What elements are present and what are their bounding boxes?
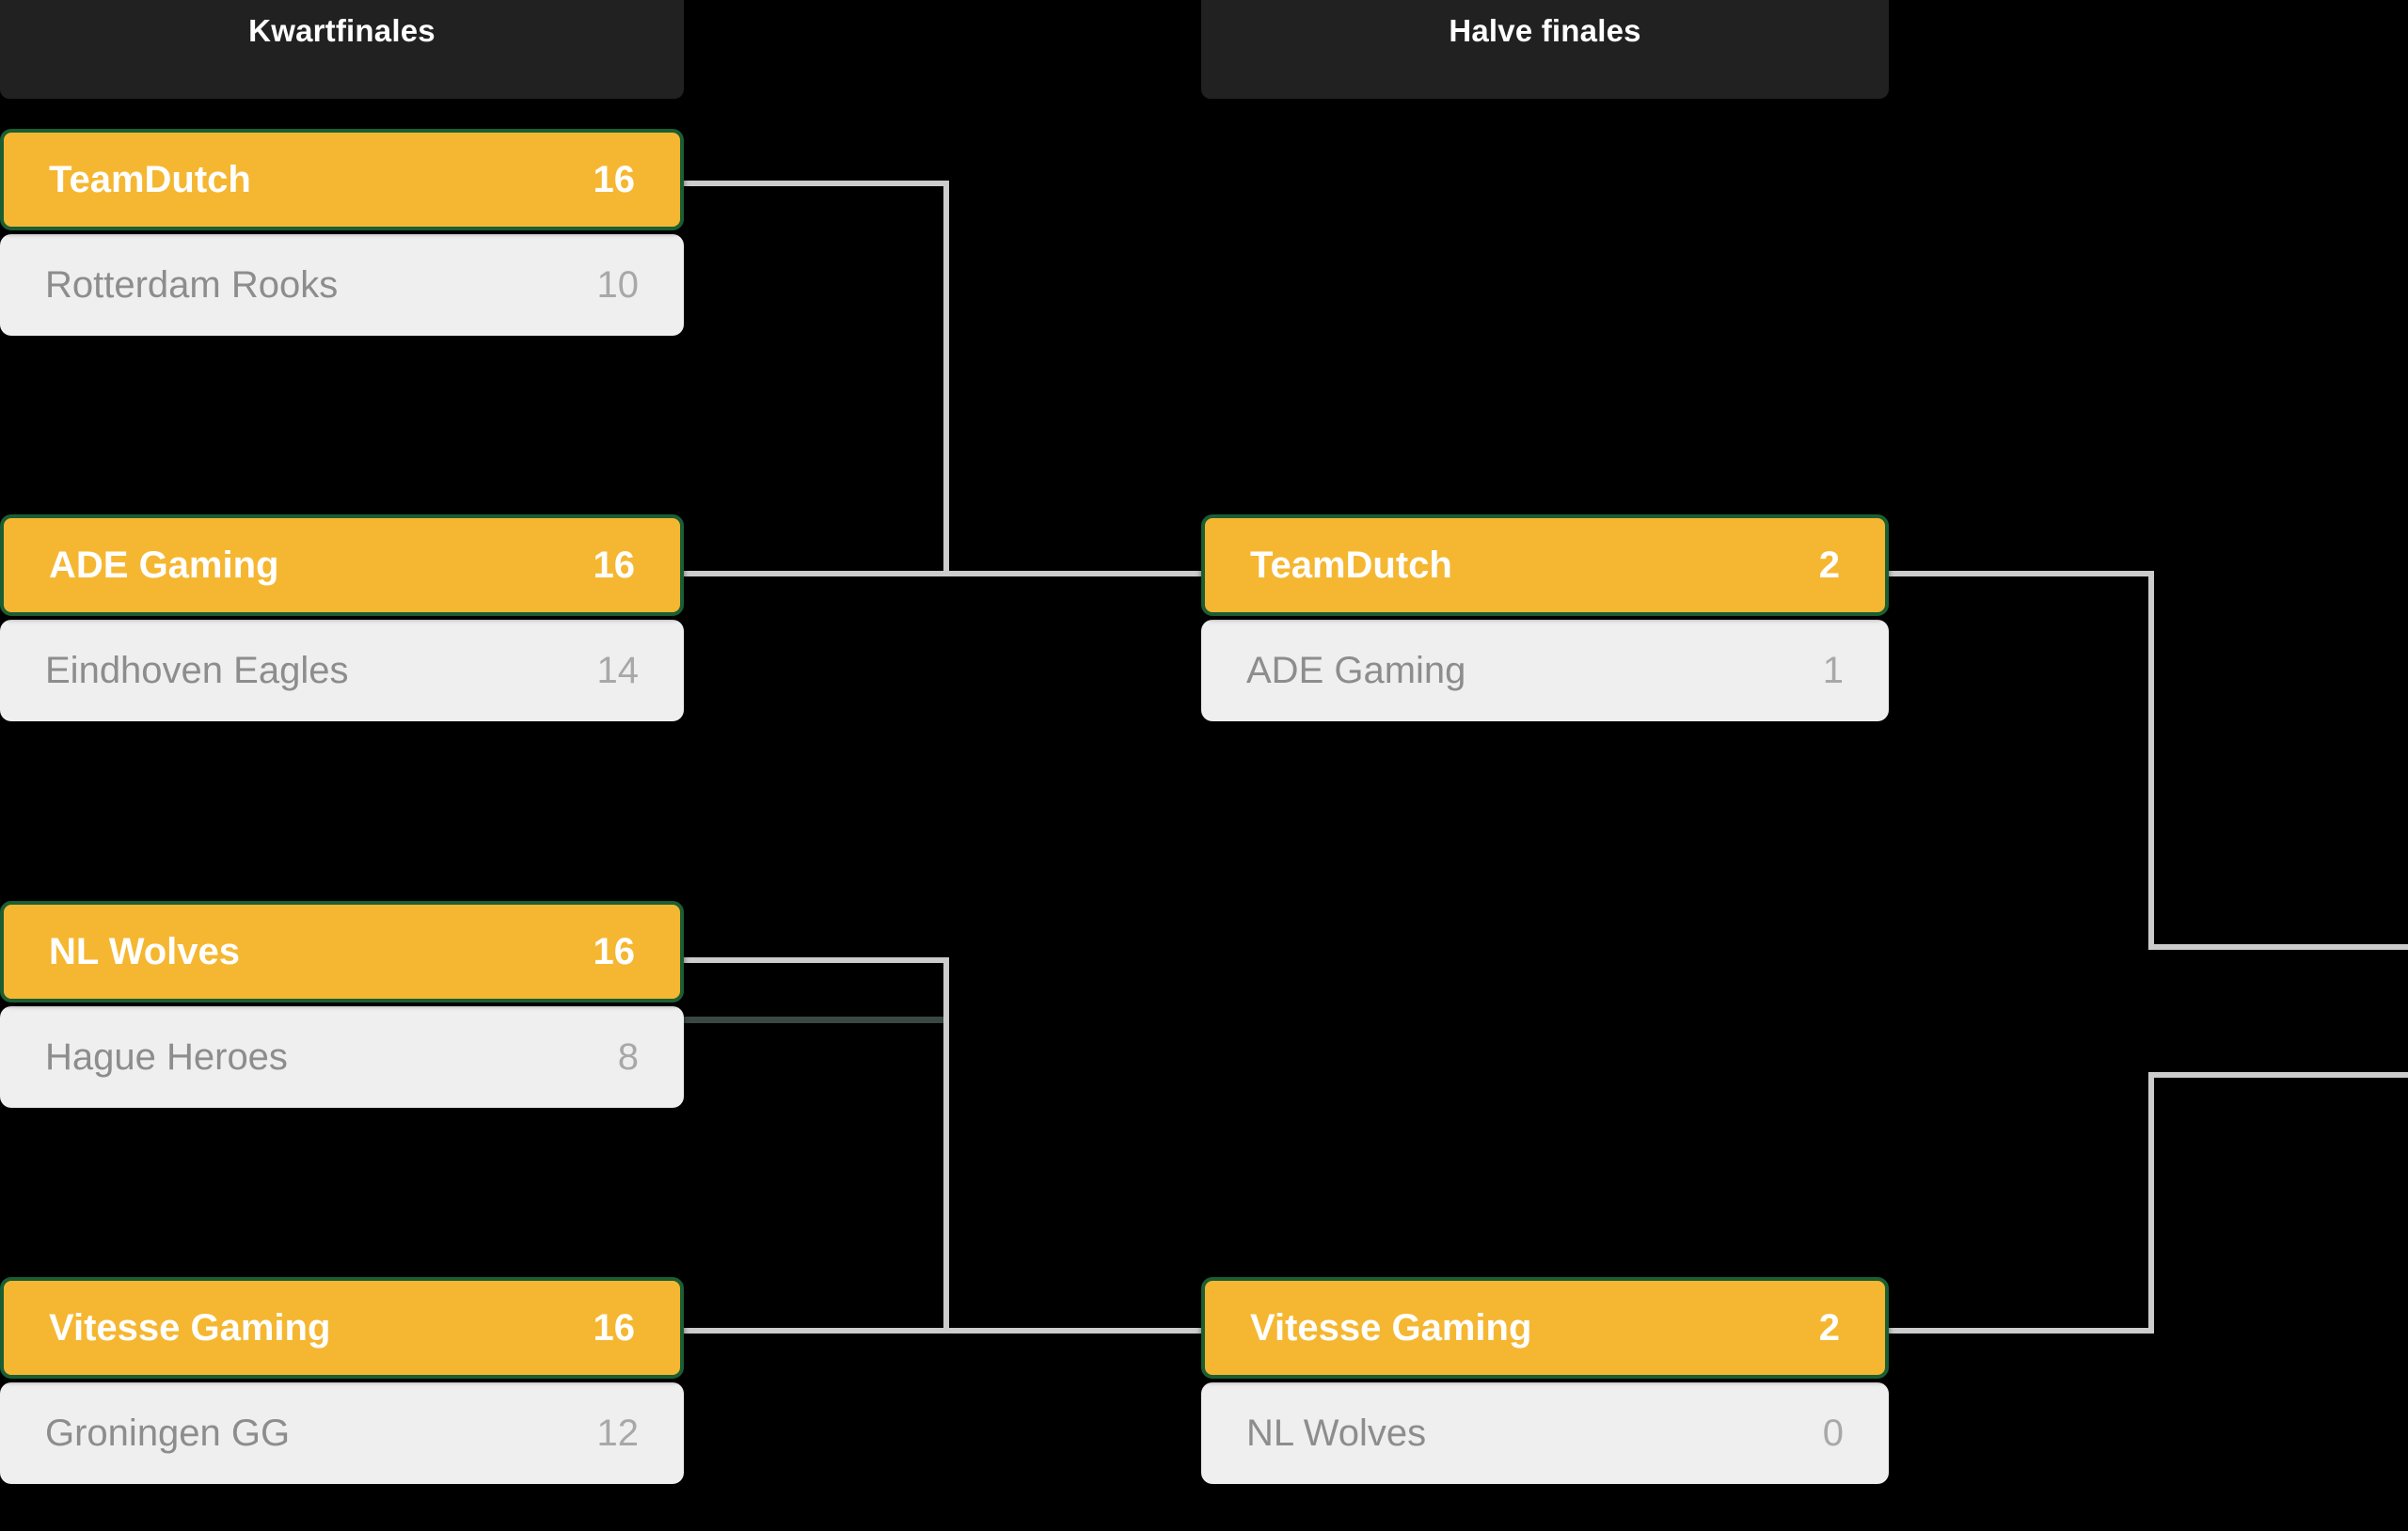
match-row-loser[interactable]: Rotterdam Rooks 10	[0, 234, 684, 336]
team-score: 16	[593, 930, 636, 972]
team-score: 2	[1818, 544, 1840, 586]
connector-qf3-dim-stub	[684, 1017, 943, 1023]
round-header-label: Kwartfinales	[248, 12, 436, 48]
connector-qf2-horizontal	[684, 571, 1201, 576]
team-name: ADE Gaming	[49, 544, 279, 586]
round-header-halve-finales: Halve finales	[1201, 0, 1889, 99]
match-card-sf1[interactable]: TeamDutch 2 ADE Gaming 1	[1201, 514, 1889, 721]
team-score: 12	[596, 1412, 640, 1454]
match-card-sf2[interactable]: Vitesse Gaming 2 NL Wolves 0	[1201, 1277, 1889, 1484]
match-card-qf1[interactable]: TeamDutch 16 Rotterdam Rooks 10	[0, 129, 684, 336]
match-card-qf2[interactable]: ADE Gaming 16 Eindhoven Eagles 14	[0, 514, 684, 721]
team-name: TeamDutch	[49, 158, 251, 200]
team-score: 14	[596, 649, 640, 691]
connector-final-lower-out	[2148, 1072, 2408, 1078]
team-score: 16	[593, 158, 636, 200]
team-name: NL Wolves	[49, 930, 241, 972]
connector-qf3-horizontal	[684, 957, 949, 963]
team-name: Groningen GG	[45, 1412, 291, 1454]
team-score: 1	[1822, 649, 1844, 691]
match-row-loser[interactable]: Eindhoven Eagles 14	[0, 620, 684, 721]
match-card-qf3[interactable]: NL Wolves 16 Hague Heroes 8	[0, 901, 684, 1108]
team-score: 2	[1818, 1306, 1840, 1349]
match-row-winner[interactable]: ADE Gaming 16	[0, 514, 684, 616]
connector-sf2-to-final-horizontal	[1889, 1328, 2154, 1334]
team-name: Vitesse Gaming	[49, 1306, 331, 1349]
connector-sf1-vertical	[943, 181, 949, 574]
team-name: NL Wolves	[1246, 1412, 1427, 1454]
connector-sf1-to-final-horizontal	[1889, 571, 2154, 576]
team-score: 10	[596, 263, 640, 306]
match-row-loser[interactable]: Hague Heroes 8	[0, 1006, 684, 1108]
match-row-loser[interactable]: NL Wolves 0	[1201, 1382, 1889, 1484]
connector-qf4-horizontal	[684, 1328, 1201, 1334]
team-name: Hague Heroes	[45, 1035, 288, 1078]
match-row-winner[interactable]: TeamDutch 2	[1201, 514, 1889, 616]
match-row-loser[interactable]: ADE Gaming 1	[1201, 620, 1889, 721]
team-name: ADE Gaming	[1246, 649, 1466, 691]
match-row-winner[interactable]: Vitesse Gaming 16	[0, 1277, 684, 1379]
connector-sf2-vertical	[943, 957, 949, 1334]
connector-final-vertical-bottom	[2148, 1072, 2154, 1334]
connector-final-upper-out	[2148, 944, 2408, 950]
round-header-kwartfinales: Kwartfinales	[0, 0, 684, 99]
team-name: Eindhoven Eagles	[45, 649, 349, 691]
match-row-loser[interactable]: Groningen GG 12	[0, 1382, 684, 1484]
team-name: Vitesse Gaming	[1250, 1306, 1532, 1349]
connector-final-vertical-top	[2148, 571, 2154, 950]
match-row-winner[interactable]: NL Wolves 16	[0, 901, 684, 1002]
team-name: Rotterdam Rooks	[45, 263, 339, 306]
round-header-label: Halve finales	[1449, 12, 1641, 48]
match-row-winner[interactable]: Vitesse Gaming 2	[1201, 1277, 1889, 1379]
team-score: 8	[617, 1035, 639, 1078]
team-name: TeamDutch	[1250, 544, 1452, 586]
team-score: 0	[1822, 1412, 1844, 1454]
team-score: 16	[593, 544, 636, 586]
connector-qf1-horizontal	[684, 181, 949, 186]
team-score: 16	[593, 1306, 636, 1349]
match-card-qf4[interactable]: Vitesse Gaming 16 Groningen GG 12	[0, 1277, 684, 1484]
match-row-winner[interactable]: TeamDutch 16	[0, 129, 684, 230]
